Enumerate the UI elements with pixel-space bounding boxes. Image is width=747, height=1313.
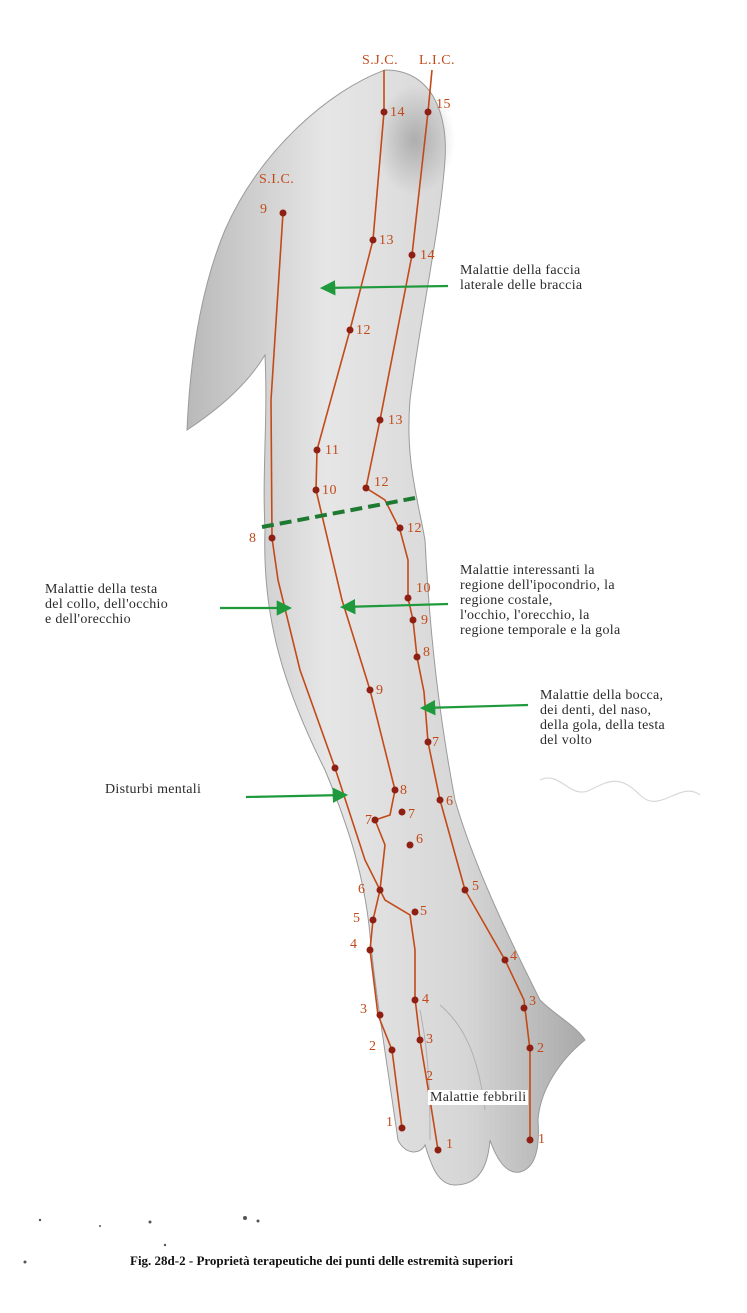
svg-text:3: 3 xyxy=(360,1002,368,1017)
svg-text:1: 1 xyxy=(446,1137,454,1152)
svg-text:5: 5 xyxy=(420,904,428,919)
annotation-hypochondrium: Malattie interessanti la regione dell'ip… xyxy=(460,563,620,638)
svg-text:9: 9 xyxy=(260,202,268,217)
svg-text:8: 8 xyxy=(400,783,408,798)
svg-text:1: 1 xyxy=(386,1115,394,1130)
pencil-scribble xyxy=(540,778,700,801)
svg-text:10: 10 xyxy=(322,483,337,498)
svg-text:14: 14 xyxy=(420,248,435,263)
svg-text:11: 11 xyxy=(325,443,339,458)
svg-text:6: 6 xyxy=(416,832,424,847)
svg-text:7: 7 xyxy=(365,813,373,828)
svg-text:4: 4 xyxy=(422,992,430,1007)
arrow-mental xyxy=(246,795,345,797)
annotation-head-neck: Malattie della testa del collo, dell'occ… xyxy=(45,582,168,627)
svg-text:10: 10 xyxy=(416,581,431,596)
svg-text:1: 1 xyxy=(538,1132,546,1147)
annotation-fever: Malattie febbrili xyxy=(428,1090,528,1105)
svg-text:15: 15 xyxy=(436,97,451,112)
svg-text:2: 2 xyxy=(426,1069,434,1084)
svg-text:4: 4 xyxy=(510,949,518,964)
svg-text:12: 12 xyxy=(374,475,389,490)
svg-text:8: 8 xyxy=(249,531,257,546)
annotation-mental: Disturbi mentali xyxy=(105,782,201,797)
svg-text:5: 5 xyxy=(353,911,361,926)
svg-text:12: 12 xyxy=(407,521,422,536)
svg-text:9: 9 xyxy=(376,683,384,698)
figure-caption: Fig. 28d-2 - Proprietà terapeutiche dei … xyxy=(130,1253,513,1269)
svg-text:13: 13 xyxy=(388,413,403,428)
svg-text:2: 2 xyxy=(537,1041,545,1056)
svg-text:13: 13 xyxy=(379,233,394,248)
svg-text:7: 7 xyxy=(432,735,440,750)
svg-text:6: 6 xyxy=(358,882,366,897)
svg-text:7: 7 xyxy=(408,807,416,822)
svg-text:6: 6 xyxy=(446,794,454,809)
sjc-meridian-label: S.J.C. xyxy=(362,53,398,68)
annotation-mouth-teeth: Malattie della bocca, dei denti, del nas… xyxy=(540,688,665,748)
annotation-lateral-arm: Malattie della faccia laterale delle bra… xyxy=(460,263,582,293)
svg-text:12: 12 xyxy=(356,323,371,338)
svg-text:14: 14 xyxy=(390,105,405,120)
svg-text:2: 2 xyxy=(369,1039,377,1054)
lic-meridian-label: L.I.C. xyxy=(419,53,455,68)
svg-text:5: 5 xyxy=(472,879,480,894)
sic-meridian-label: S.I.C. xyxy=(259,172,294,187)
svg-text:3: 3 xyxy=(426,1032,434,1047)
svg-text:9: 9 xyxy=(421,613,429,628)
svg-text:4: 4 xyxy=(350,937,358,952)
svg-text:3: 3 xyxy=(529,994,537,1009)
svg-text:8: 8 xyxy=(423,645,431,660)
